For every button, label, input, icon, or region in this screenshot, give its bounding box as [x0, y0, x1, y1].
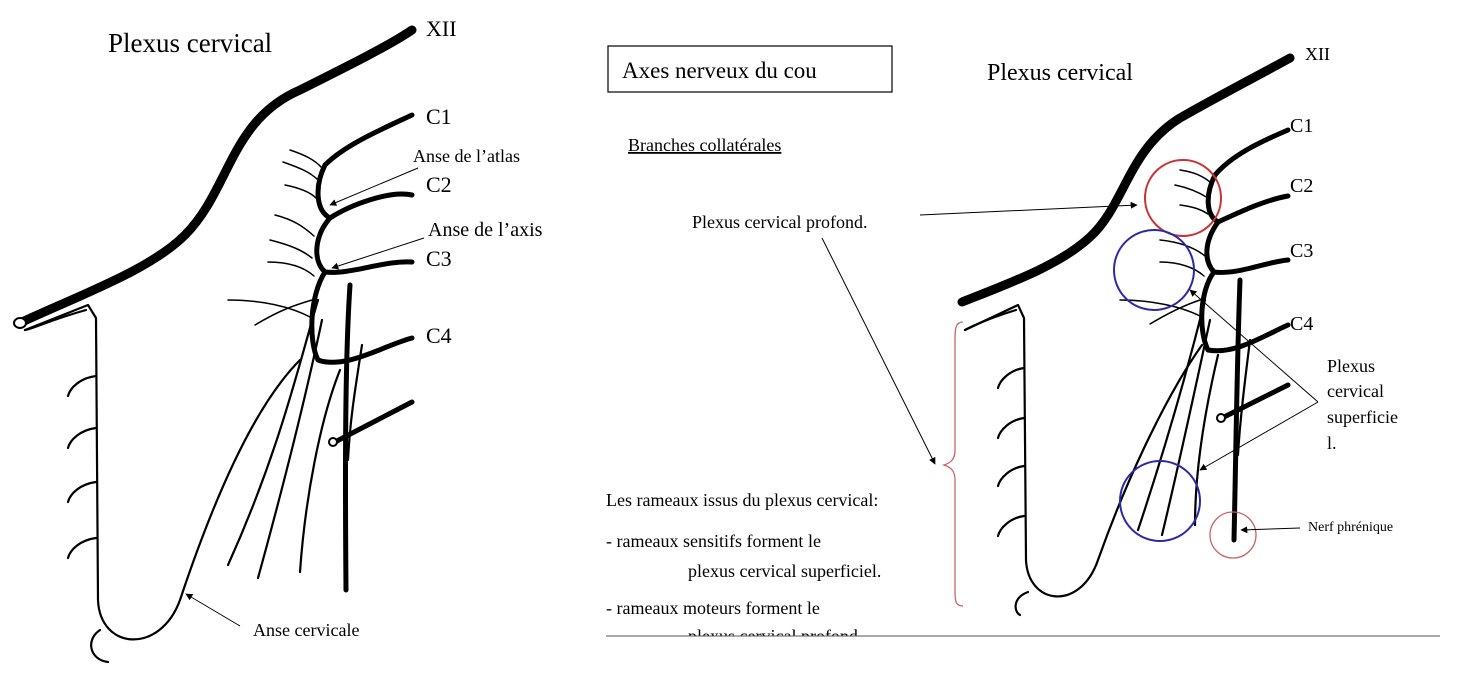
right-diagram: Axes nerveux du cou Plexus cervical Bran… [600, 44, 1450, 685]
right-text-line-1: - rameaux sensitifs forment le [606, 531, 821, 551]
right-brace [941, 321, 964, 607]
right-text-heading: Les rameaux issus du plexus cervical: [606, 490, 878, 510]
right-loop-top [963, 308, 1018, 332]
right-branch-d [1236, 338, 1252, 457]
left-hook-2 [66, 426, 98, 450]
left-root-c2-c3 [314, 215, 415, 275]
left-fibre-1 [289, 149, 323, 169]
left-hook-1 [66, 374, 98, 398]
right-label-superficiel-line-2: cervical [1327, 381, 1384, 401]
left-fibre-4 [274, 214, 315, 237]
right-hook-1 [996, 366, 1026, 390]
left-fibre-6 [267, 261, 315, 277]
left-label-anse-atlas: Anse de l’atlas [413, 146, 520, 166]
left-fibre-2 [282, 161, 319, 181]
right-fibre-5 [1159, 261, 1205, 277]
right-subtitle: Branches collatérales [628, 135, 781, 155]
left-label-c3: C3 [426, 246, 452, 271]
right-arrow-nerf-phrenique [1240, 526, 1301, 534]
left-loop-top [23, 308, 88, 332]
right-branch-b [1160, 318, 1212, 537]
left-phrenic-nerve [342, 282, 353, 593]
left-nerve-xii-cut-end [13, 317, 27, 329]
left-c5-cut-end [328, 437, 338, 447]
right-anse-cervicale-loop [963, 303, 1204, 598]
right-hook-3 [996, 464, 1026, 488]
right-fibre-3 [1179, 204, 1209, 215]
right-label-superficiel-line-4: l. [1327, 433, 1337, 453]
right-label-nerf-phrenique: Nerf phrénique [1308, 520, 1393, 535]
right-text-line-2: plexus cervical superficiel. [688, 561, 881, 581]
right-title-box [607, 45, 893, 93]
left-arrow-anse-axis [331, 237, 425, 270]
right-label-superficiel-line-1: Plexus [1327, 356, 1375, 376]
left-loop-bottom-tick [90, 628, 110, 664]
right-circle-plexus-superficiel-lower [1119, 460, 1201, 542]
right-arrow-plexus-profond-circle [919, 201, 1138, 216]
right-circle-nerf-phrenique [1209, 511, 1257, 559]
right-fibre-1 [1179, 169, 1213, 185]
right-box-title: Axes nerveux du cou [622, 58, 817, 83]
right-branch-a [1136, 298, 1207, 532]
left-branch-d [346, 343, 364, 462]
right-title: Plexus cervical [987, 60, 1133, 86]
right-label-c4: C4 [1290, 313, 1313, 335]
left-branch-c [298, 368, 342, 574]
left-hook-3 [66, 480, 98, 504]
right-label-c1: C1 [1290, 115, 1313, 137]
left-label-anse-axis: Anse de l’axis [428, 219, 543, 241]
left-arrow-anse-atlas [329, 167, 419, 206]
left-branch-a [226, 298, 320, 567]
right-arrow-plexus-profond-brace [821, 237, 936, 465]
right-branch-c [1193, 353, 1220, 527]
left-arrow-anse-cervicale [185, 593, 241, 627]
right-label-superficiel-line-3: superficie [1327, 407, 1398, 427]
right-label-c3: C3 [1290, 240, 1313, 262]
right-root-c2-c3 [1204, 219, 1291, 275]
right-label-xii: XII [1305, 44, 1330, 64]
right-text-line-3: - rameaux moteurs forment le [606, 598, 820, 618]
right-root-c5-stub [1219, 382, 1291, 421]
left-label-anse-cervicale: Anse cervicale [253, 620, 359, 640]
left-root-c1-c2 [315, 112, 415, 221]
right-fibre-2 [1174, 184, 1209, 199]
right-phrenic-nerve [1231, 277, 1243, 543]
right-crop-mask [600, 636, 1450, 685]
right-arrow-superficiel-upper [1189, 289, 1319, 403]
left-label-xii: XII [426, 16, 457, 41]
left-fibre-5 [269, 239, 313, 259]
left-fibre-3 [284, 184, 317, 199]
right-label-c2: C2 [1290, 175, 1313, 197]
right-fibre-7 [1149, 299, 1201, 325]
left-anse-cervicale-loop [23, 303, 302, 641]
left-label-c1: C1 [426, 104, 452, 129]
right-nerve-xii [957, 53, 1295, 307]
left-label-c2: C2 [426, 172, 452, 197]
left-root-c3-c4 [309, 269, 415, 365]
right-arrow-superficiel-lower [1199, 401, 1319, 471]
left-branch-b [256, 318, 324, 580]
right-root-c1-c2 [1205, 127, 1291, 225]
left-hook-4 [66, 536, 98, 560]
right-hook-5 [1014, 590, 1030, 617]
right-circle-plexus-profond [1144, 159, 1222, 237]
left-diagram: Plexus cervical XII [13, 16, 543, 664]
left-label-c4: C4 [426, 323, 452, 348]
left-fibre-8 [254, 299, 313, 326]
right-root-c3-c4 [1199, 269, 1291, 354]
right-label-plexus-profond: Plexus cervical profond. [692, 212, 867, 232]
right-hook-4 [996, 514, 1026, 538]
right-hook-2 [996, 416, 1026, 440]
left-fibre-7 [227, 299, 313, 319]
left-title: Plexus cervical [108, 28, 272, 58]
right-circle-plexus-superficiel-upper [1113, 229, 1195, 311]
left-nerve-xii [17, 25, 417, 327]
right-c5-cut-end [1216, 413, 1226, 423]
